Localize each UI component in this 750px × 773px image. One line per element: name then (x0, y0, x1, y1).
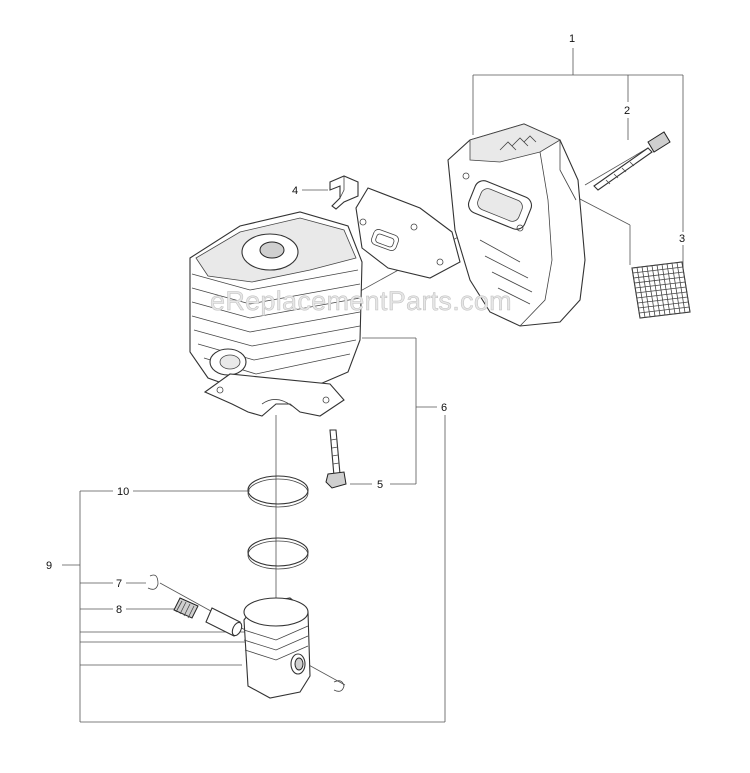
callout-1: 1 (569, 33, 575, 45)
bolt-long-part (593, 131, 671, 191)
callout-4: 4 (292, 185, 298, 197)
piston-ring-upper (247, 475, 309, 508)
bracket-part (329, 175, 359, 210)
callout-labels: 1 2 3 4 5 6 7 8 9 10 (46, 33, 685, 616)
callout-3: 3 (679, 233, 685, 245)
callout-7: 7 (116, 578, 122, 590)
callout-9: 9 (46, 560, 52, 572)
callout-6: 6 (441, 402, 447, 414)
callout-8: 8 (116, 604, 122, 616)
callout-5: 5 (377, 479, 383, 491)
callout-2: 2 (624, 105, 630, 117)
piston-pin-part (205, 607, 243, 637)
piston-part (243, 597, 311, 699)
watermark-text: eReplacementParts.com (210, 286, 512, 316)
circlip-part (147, 574, 345, 692)
gasket-plate (355, 187, 461, 279)
callout-10: 10 (117, 486, 129, 498)
piston-ring-lower (247, 537, 309, 570)
muffler-part (447, 123, 586, 327)
cylinder-part (189, 211, 363, 417)
needle-bearing-part (173, 597, 199, 619)
screen-mesh-part (631, 261, 691, 319)
bolt-short-part (325, 429, 347, 489)
leader-lines (62, 48, 684, 723)
